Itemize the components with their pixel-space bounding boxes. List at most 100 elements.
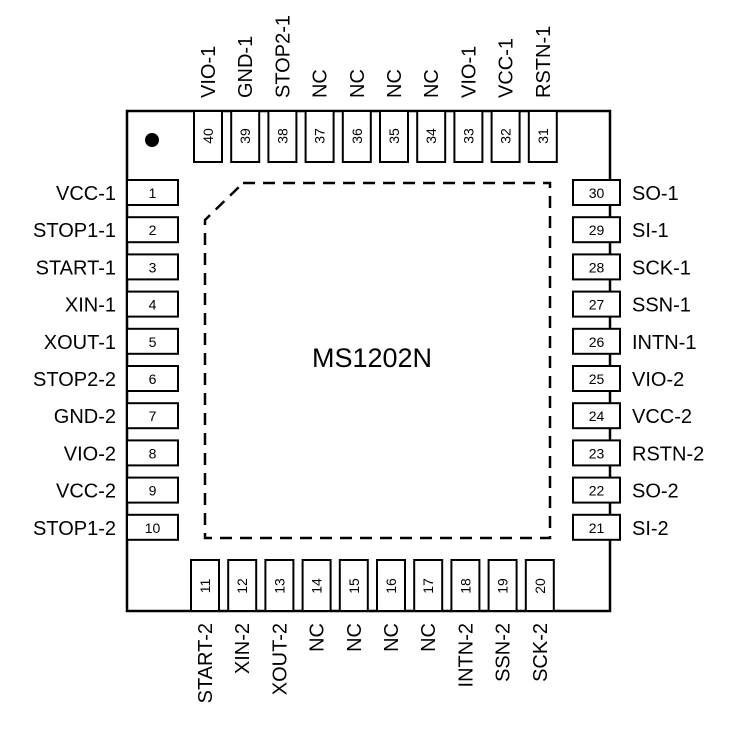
pin-35-name: NC xyxy=(384,69,406,98)
pin-17-pad xyxy=(413,559,444,612)
pin-18-name: INTN-2 xyxy=(455,623,477,687)
pin-17-name: NC xyxy=(418,623,440,652)
pin-5-name: XOUT-1 xyxy=(44,332,116,354)
pin-40-pad xyxy=(193,110,223,163)
pin-11-number: 11 xyxy=(197,579,213,594)
pin-8-name: VIO-2 xyxy=(64,443,116,465)
pin-7-pad xyxy=(126,402,179,430)
pin-16-number: 16 xyxy=(383,578,399,594)
pin-31-number: 31 xyxy=(535,128,551,144)
pin-38-pad xyxy=(267,110,298,163)
pin-4-pad xyxy=(126,290,179,318)
pin-3-pad xyxy=(126,253,179,281)
pin-21-name: SI-2 xyxy=(632,518,669,540)
pin-21-pad xyxy=(572,513,621,541)
pin-39-name: GND-1 xyxy=(235,36,257,98)
pin-32-pad xyxy=(490,110,521,163)
pin-31-name: RSTN-1 xyxy=(533,26,555,98)
pin-6-pad xyxy=(126,365,179,392)
pin-4-name: XIN-1 xyxy=(65,295,116,317)
pin-37-pad xyxy=(304,110,335,163)
pin1-indicator-dot xyxy=(145,133,159,147)
pin-7-number: 7 xyxy=(149,408,157,424)
chip-name: MS1202N xyxy=(312,343,432,373)
pin-3-name: START-1 xyxy=(36,257,116,279)
pin-2-pad xyxy=(126,216,179,244)
pin-22-pad xyxy=(572,476,621,504)
pin-15-name: NC xyxy=(344,623,366,652)
pin-15-number: 15 xyxy=(346,578,362,594)
pin-2-name: STOP1-1 xyxy=(33,220,116,242)
pin-10-name: STOP1-2 xyxy=(33,518,116,540)
pin-1-name: VCC-1 xyxy=(56,183,116,205)
pin-39-number: 39 xyxy=(237,128,253,144)
pin-27-name: SSN-1 xyxy=(632,295,691,317)
pin-39-pad xyxy=(230,110,261,163)
pin-33-pad xyxy=(453,110,484,163)
pin-11-name: START-2 xyxy=(195,623,217,703)
pin-38-number: 38 xyxy=(274,128,290,144)
pin-19-pad xyxy=(487,559,518,612)
chip-package xyxy=(125,109,612,613)
pin-24-name: VCC-2 xyxy=(632,406,692,428)
pin-26-number: 26 xyxy=(589,334,605,350)
pin-18-pad xyxy=(450,559,481,612)
pin-14-name: NC xyxy=(307,623,329,652)
pin-24-number: 24 xyxy=(589,408,605,424)
pin-13-number: 13 xyxy=(271,578,287,594)
pin-34-name: NC xyxy=(421,69,443,98)
pin-25-name: VIO-2 xyxy=(632,369,684,391)
pin-23-number: 23 xyxy=(589,445,605,461)
pin-27-pad xyxy=(572,290,621,318)
pin-36-number: 36 xyxy=(349,128,365,144)
pin-27-number: 27 xyxy=(589,297,605,313)
pin-24-pad xyxy=(572,402,621,430)
pin-10-number: 10 xyxy=(145,520,161,536)
pin-28-number: 28 xyxy=(589,259,605,275)
pin-6-number: 6 xyxy=(149,371,157,387)
pin-35-pad xyxy=(379,110,409,163)
pin-31-pad xyxy=(527,110,558,163)
pin-29-name: SI-1 xyxy=(632,220,669,242)
pin-10-pad xyxy=(126,513,179,541)
pin-9-number: 9 xyxy=(149,483,157,499)
pin-19-name: SSN-2 xyxy=(493,623,515,682)
pin-20-pad xyxy=(524,559,555,612)
pin-37-name: NC xyxy=(310,69,332,98)
pin-4-number: 4 xyxy=(149,297,157,313)
pin-1-number: 1 xyxy=(149,185,157,201)
pin-38-name: STOP2-1 xyxy=(272,15,294,98)
pin-23-name: RSTN-2 xyxy=(632,443,704,465)
pin-16-pad xyxy=(376,559,406,612)
pin-25-pad xyxy=(572,365,621,392)
pin-29-number: 29 xyxy=(589,222,605,238)
pin-3-number: 3 xyxy=(149,259,157,275)
pin-2-number: 2 xyxy=(149,222,157,238)
pin-26-pad xyxy=(572,327,621,355)
pin-40-name: VIO-1 xyxy=(198,46,220,98)
pin-7-name: GND-2 xyxy=(54,406,116,428)
pin-34-number: 34 xyxy=(423,128,439,144)
pin-40-number: 40 xyxy=(200,128,216,144)
pin-14-number: 14 xyxy=(309,578,325,594)
pin-22-number: 22 xyxy=(589,483,605,499)
pin-8-pad xyxy=(126,439,179,467)
pin-29-pad xyxy=(572,216,621,244)
pin-5-number: 5 xyxy=(149,334,157,350)
pin-28-pad xyxy=(572,253,621,281)
pin-30-pad xyxy=(572,179,621,206)
pins-group: 1VCC-12STOP1-13START-14XIN-15XOUT-16STOP… xyxy=(33,15,704,703)
pin-35-number: 35 xyxy=(386,128,402,144)
pin-26-name: INTN-1 xyxy=(632,332,696,354)
pin-20-number: 20 xyxy=(532,578,548,594)
pin-30-number: 30 xyxy=(589,185,605,201)
pin-12-pad xyxy=(227,559,258,612)
pin-28-name: SCK-1 xyxy=(632,257,691,279)
pin-1-pad xyxy=(126,179,179,206)
pin-23-pad xyxy=(572,439,621,467)
pin-33-name: VIO-1 xyxy=(458,46,480,98)
pin-36-pad xyxy=(341,110,372,163)
pin-20-name: SCK-2 xyxy=(530,623,552,682)
pin-9-pad xyxy=(126,476,179,504)
